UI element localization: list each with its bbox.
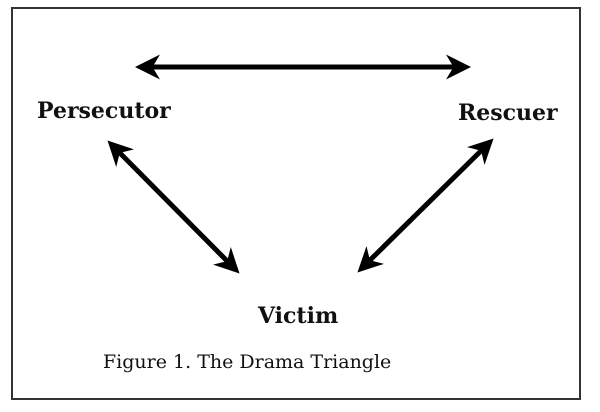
node-persecutor: Persecutor	[37, 98, 171, 124]
figure-caption: Figure 1. The Drama Triangle	[103, 351, 392, 373]
node-rescuer: Rescuer	[458, 100, 558, 126]
arrow-rescuer-victim	[357, 138, 494, 273]
arrow-persecutor-victim	[107, 140, 240, 274]
node-victim: Victim	[258, 303, 339, 329]
